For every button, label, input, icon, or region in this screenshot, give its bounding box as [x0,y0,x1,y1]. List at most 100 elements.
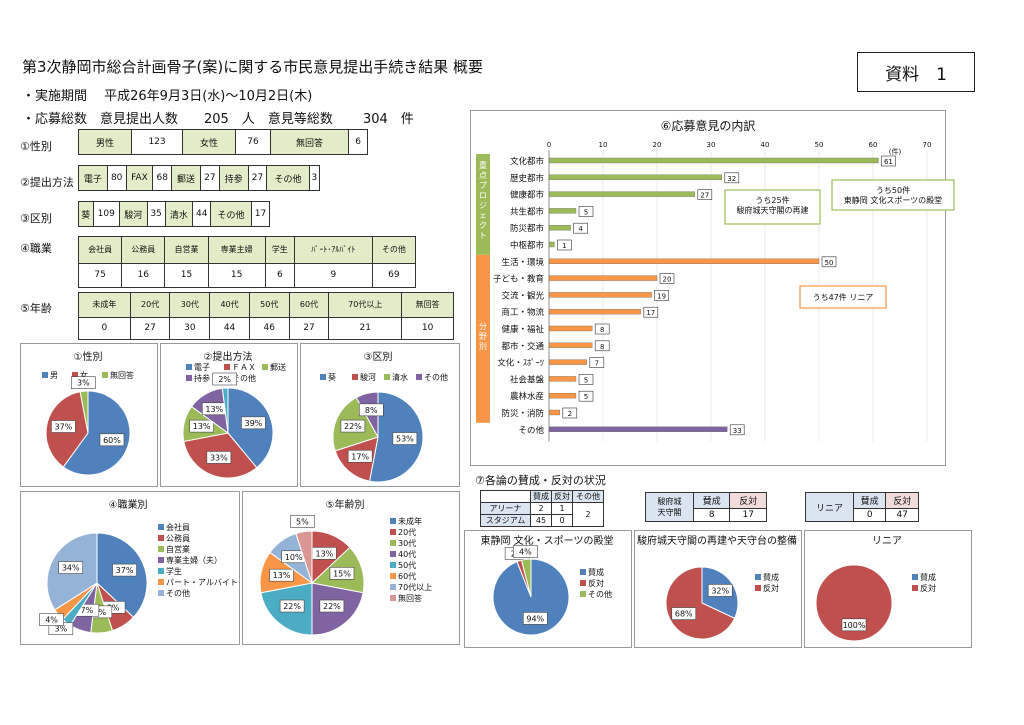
bar [548,376,577,382]
legend-swatch [580,569,586,575]
group-label-char: 分 [479,322,487,331]
cell: 44 [192,201,212,227]
legend-label: 女 [80,370,88,380]
bar-data-label: 1 [562,242,566,250]
legend-label: 清水 [392,372,408,382]
legend-label: ＦＡＸ [232,363,256,372]
data-label-box [212,372,237,386]
pie-slice [520,558,532,598]
bar [548,258,820,264]
legend-swatch [186,364,192,370]
bar-data-label: 61 [884,158,893,166]
header-cell: 反対 [551,490,574,503]
value-cell: 69 [371,262,417,289]
pie-data-label: 4% [519,548,532,557]
cell: 郵送 [171,165,201,191]
pie-data-label: 68% [675,610,693,619]
legend-label: その他 [166,588,190,598]
y-tick-label: 文化都市 [510,156,545,167]
legend-swatch [158,546,164,552]
bar [548,342,593,348]
header-cell: 賛成 [852,491,887,510]
cell: 17 [250,201,271,227]
header-cell: 40代 [209,292,250,318]
y-tick-label: 文化・ｽﾎﾟｰﾂ [497,358,544,369]
unit-label: (件) [889,147,902,156]
legend-swatch [580,580,586,586]
y-tick-label: 生活・環境 [501,257,544,268]
bar-data-label: 2 [568,410,572,418]
legend-label: 反対 [763,583,779,593]
bar-data-label: 50 [825,259,834,267]
cell: 35 [146,201,166,227]
bar-data-label: 8 [600,343,604,351]
cell: 男性 [77,129,133,155]
legend-swatch [390,584,396,590]
y-tick-label: 健康・福祉 [501,324,544,335]
gender-label: ①性別 [20,140,52,153]
value-cell: 45 [530,514,553,527]
data-label-box [358,403,384,417]
x-tick-label: 30 [707,141,716,149]
value-cell: 2 [572,502,604,527]
bar-label-box [659,273,675,284]
pie-data-label: 8% [365,406,378,415]
bar [548,275,658,281]
period-text: ・実施期間 平成26年9月3日(水)～10月2日(木) [22,89,313,104]
legend-label: 会社員 [166,522,190,532]
bar-label-box [729,424,745,436]
cell: 清水 [164,201,194,227]
bar-data-label: 7 [595,360,599,368]
bar-label-box [578,206,594,217]
group-label-char: ロ [479,191,487,200]
cell: その他 [266,165,310,191]
pie-data-label: 3% [77,379,90,388]
legend-swatch [390,529,396,535]
bar-data-label: 19 [657,292,666,300]
data-label-box [241,416,266,430]
legend-label: 反対 [920,583,936,593]
legend-label: 電子 [194,363,210,372]
group-label-char: 野 [479,332,487,341]
y-tick-label: 商工・物流 [501,307,544,318]
bar [548,325,593,332]
y-tick-label: 歴史都市 [510,173,545,184]
legend-label: 持参 [194,373,210,383]
corner-cell [479,490,532,503]
header-cell: 反対 [729,491,767,510]
pie-data-label: 34% [62,564,80,573]
data-label-box [329,566,355,580]
header-cell: 賛成 [530,490,553,503]
data-label-box [841,618,867,632]
legend-swatch [390,518,396,524]
value-cell: 75 [77,262,123,289]
annotation-box [831,179,955,211]
value-cell: 21 [328,316,403,341]
y-tick-label: 都市・交通 [501,341,544,352]
legend-swatch [158,557,164,563]
pie-title: ③区別 [364,351,393,363]
group-label-char: ト [479,231,487,240]
bar-label-box [562,407,578,419]
group-label-char: 重 [479,160,487,170]
legend-label: 50代 [398,560,416,570]
cell: 電子 [78,165,108,191]
bar-label-box [594,340,610,352]
bar-label-box [594,323,610,335]
pie-title: 東静岡 文化・スポーツの殿堂 [481,534,614,547]
bar [548,393,577,399]
bar [548,225,571,231]
cell: FAX [125,165,154,191]
legend-swatch [352,374,358,380]
cell: 無回答 [269,129,350,155]
pie-data-label: 7% [80,606,93,615]
job-label: ④職業 [20,242,52,255]
bar-data-label: 32 [727,175,736,183]
legend-swatch [158,568,164,574]
value-cell: 0 [852,508,887,522]
value-cell: 0 [551,514,574,527]
pie-slice [295,530,313,584]
y-tick-label: 交流・観光 [501,290,544,301]
group-label-char: 点 [479,171,487,180]
pie-data-label: 100% [843,621,866,630]
